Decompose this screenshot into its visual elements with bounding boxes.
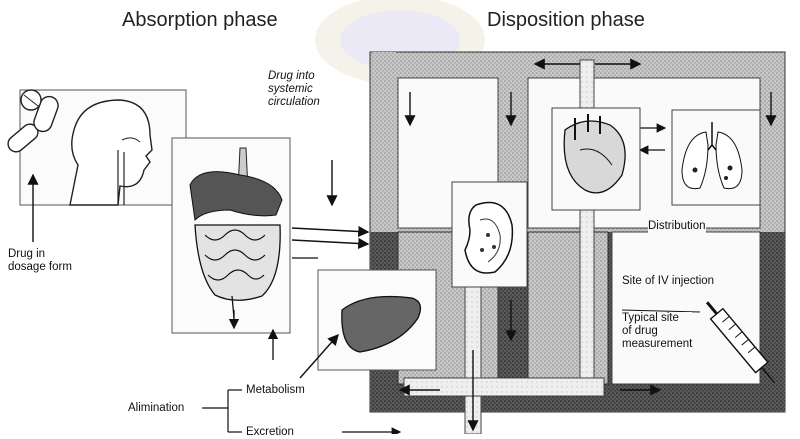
digestive-tract-icon	[172, 138, 290, 333]
lungs-icon	[672, 110, 760, 205]
alimination-label: Alimination	[128, 402, 184, 415]
drug-into-circulation-label: Drug into systemic circulation	[268, 70, 320, 109]
metabolism-label: Metabolism	[246, 384, 305, 397]
kidney-icon	[452, 182, 527, 287]
distribution-label: Distribution	[648, 220, 706, 233]
alimination-bracket	[202, 390, 242, 432]
disposition-phase-heading: Disposition phase	[487, 9, 645, 32]
absorption-phase-heading: Absorption phase	[122, 9, 278, 32]
site-of-iv-injection-label: Site of IV injection	[622, 275, 714, 288]
heart-icon	[552, 108, 640, 210]
liver-icon	[318, 270, 436, 370]
typical-site-label: Typical site of drug measurement	[622, 312, 692, 351]
excretion-label: Excretion	[246, 426, 294, 439]
drug-in-dosage-form-label: Drug in dosage form	[8, 248, 72, 274]
